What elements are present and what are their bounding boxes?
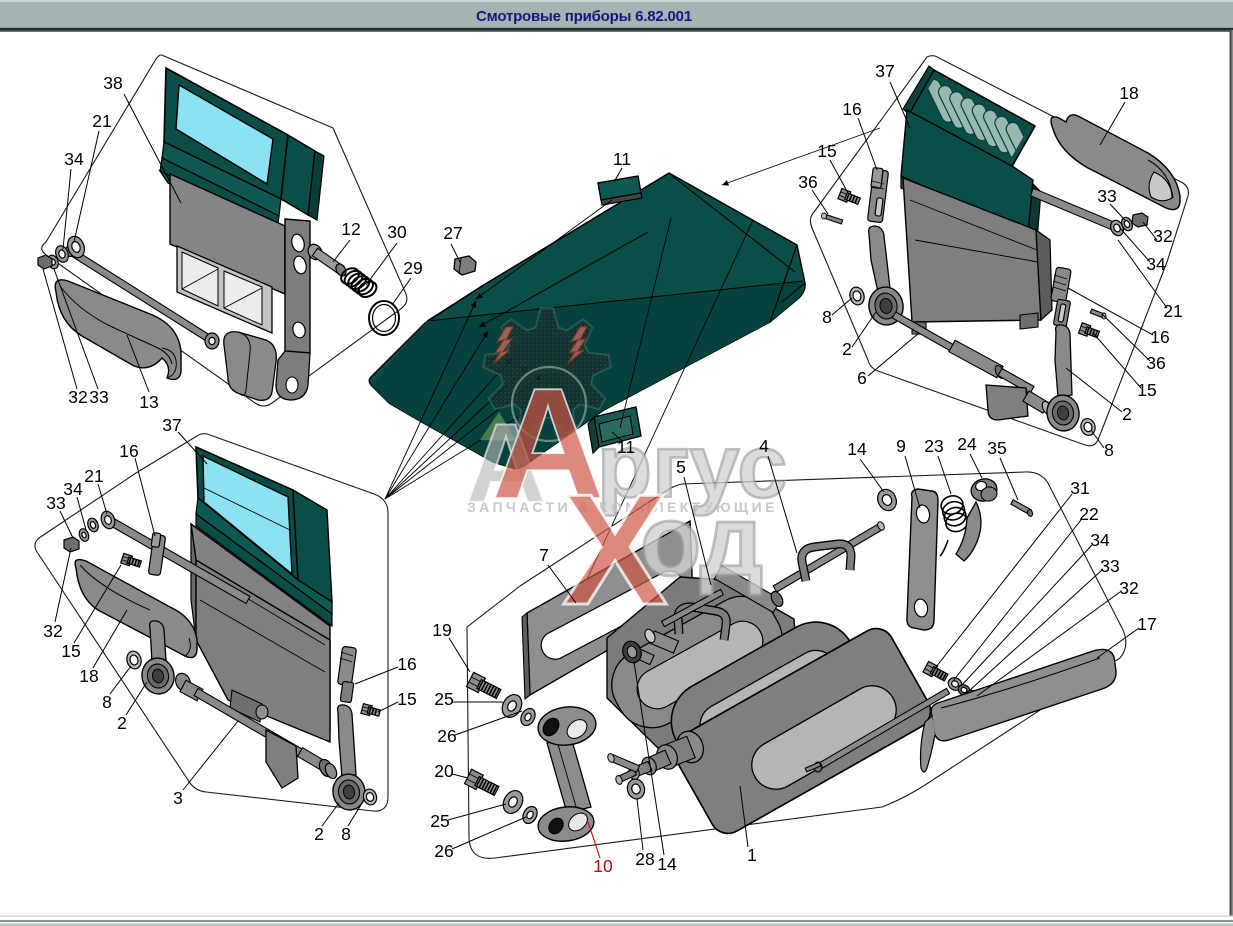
svg-text:21: 21 [1163, 301, 1182, 321]
svg-text:2: 2 [314, 824, 324, 844]
svg-text:34: 34 [1090, 530, 1110, 550]
svg-text:А: А [466, 401, 547, 526]
svg-text:А: А [491, 356, 605, 532]
svg-text:14: 14 [657, 854, 677, 874]
svg-text:31: 31 [1070, 478, 1089, 498]
svg-text:32: 32 [43, 621, 62, 641]
svg-text:35: 35 [987, 438, 1006, 458]
svg-text:1: 1 [747, 845, 757, 865]
svg-text:26: 26 [434, 841, 453, 861]
svg-text:17: 17 [1137, 614, 1156, 634]
svg-text:34: 34 [63, 479, 83, 499]
svg-text:28: 28 [635, 849, 654, 869]
svg-text:37: 37 [875, 61, 894, 81]
svg-text:32: 32 [1119, 578, 1138, 598]
svg-text:од: од [640, 485, 763, 597]
svg-text:32: 32 [68, 387, 87, 407]
svg-text:18: 18 [1119, 83, 1138, 103]
svg-text:24: 24 [957, 434, 977, 454]
svg-text:14: 14 [847, 439, 867, 459]
svg-text:Х: Х [562, 462, 667, 638]
svg-text:21: 21 [84, 466, 103, 486]
svg-text:21: 21 [92, 111, 111, 131]
svg-text:33: 33 [1097, 186, 1116, 206]
svg-text:12: 12 [341, 219, 360, 239]
svg-text:38: 38 [103, 73, 122, 93]
svg-text:16: 16 [119, 441, 138, 461]
svg-text:36: 36 [798, 172, 817, 192]
svg-text:25: 25 [430, 811, 449, 831]
svg-text:36: 36 [1146, 353, 1165, 373]
svg-text:23: 23 [924, 436, 943, 456]
svg-text:18: 18 [79, 666, 98, 686]
svg-text:2: 2 [117, 713, 127, 733]
svg-text:ЗАПЧАСТИ & КОМПЛЕКТУЮЩИЕ: ЗАПЧАСТИ & КОМПЛЕКТУЮЩИЕ [467, 499, 778, 515]
svg-text:34: 34 [1146, 254, 1166, 274]
svg-text:11: 11 [617, 437, 635, 457]
svg-text:13: 13 [139, 392, 158, 412]
svg-text:3: 3 [173, 788, 183, 808]
svg-text:20: 20 [434, 761, 454, 781]
svg-text:15: 15 [817, 141, 836, 161]
svg-text:7: 7 [539, 545, 549, 565]
svg-text:25: 25 [434, 689, 453, 709]
svg-text:26: 26 [437, 726, 456, 746]
svg-text:16: 16 [397, 654, 416, 674]
svg-text:ргус: ргус [597, 417, 787, 517]
svg-text:2: 2 [842, 339, 852, 359]
svg-text:8: 8 [822, 307, 832, 327]
svg-text:33: 33 [46, 493, 65, 513]
svg-text:8: 8 [341, 824, 351, 844]
svg-text:30: 30 [387, 222, 407, 242]
svg-text:15: 15 [61, 641, 80, 661]
svg-text:6: 6 [857, 368, 867, 388]
svg-text:8: 8 [102, 692, 112, 712]
svg-text:33: 33 [1100, 556, 1119, 576]
svg-text:37: 37 [162, 415, 181, 435]
svg-text:5: 5 [676, 457, 686, 477]
svg-text:34: 34 [64, 149, 84, 169]
svg-text:33: 33 [89, 387, 108, 407]
svg-text:10: 10 [593, 856, 613, 876]
svg-text:8: 8 [1104, 440, 1114, 460]
svg-text:29: 29 [403, 258, 422, 278]
svg-text:27: 27 [443, 223, 462, 243]
svg-text:22: 22 [1079, 504, 1098, 524]
svg-text:15: 15 [1137, 380, 1156, 400]
svg-text:4: 4 [759, 436, 769, 456]
svg-text:Смотровые приборы 6.82.001: Смотровые приборы 6.82.001 [476, 8, 692, 25]
svg-text:11: 11 [613, 149, 631, 169]
svg-text:16: 16 [842, 99, 861, 119]
svg-text:9: 9 [896, 436, 906, 456]
svg-text:32: 32 [1153, 226, 1172, 246]
svg-text:16: 16 [1150, 327, 1169, 347]
svg-text:2: 2 [1122, 404, 1132, 424]
svg-text:19: 19 [432, 620, 451, 640]
svg-text:15: 15 [397, 689, 416, 709]
